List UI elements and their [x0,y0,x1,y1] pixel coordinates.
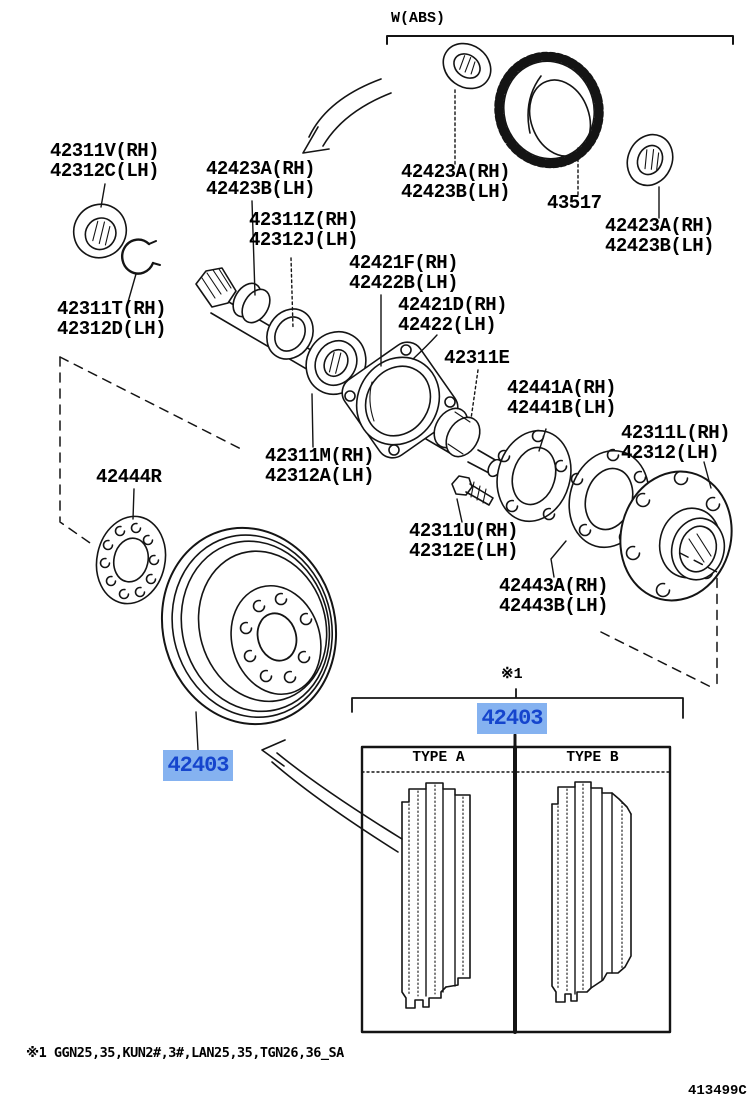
washer-42311z [266,308,314,360]
curved-arrow-top [302,78,392,154]
abs-rotor-gear [494,51,604,169]
sleeve-42423a [232,282,271,324]
leader-42403-drum [195,711,199,751]
collar-42311e [433,407,481,458]
leader-42423a-shaft [251,200,256,296]
leader-42311m [311,393,314,448]
leader-42311v [100,183,106,208]
part-label-42423a-abs1: 42423A(RH)42423B(LH) [401,161,511,203]
snap-ring-42311t [121,238,161,275]
leader-42311t [127,273,137,303]
part-label-42311l: 42311L(RH)42312(LH) [621,422,731,464]
dashed-guides [59,356,718,691]
applicability-footnote: ※1 GGN25,35,KUN2#,3#,LAN25,35,TGN26,36_S… [26,1045,344,1061]
curved-arrow-bottom [261,739,403,853]
inset-header-type-b: TYPE B [566,750,619,766]
retainer-plate-42421d [341,341,459,459]
part-label-42423a-shaft: 42423A(RH)42423B(LH) [206,158,316,200]
ref-marker: ※1 [501,666,523,683]
hub-bolt-42311u [451,475,494,506]
inset-table [360,745,672,1034]
part-label-42421f: 42421F(RH)42422B(LH) [349,252,459,294]
leader-42311l [703,461,712,489]
gasket-42444r [95,515,167,605]
part-label-42311u: 42311U(RH)42312E(LH) [409,520,519,562]
abs-group-bracket [386,35,734,45]
abs-seal-right [626,133,674,187]
leader-42311u [456,498,463,523]
leader-42443a [550,540,567,578]
part-label-43517: 43517 [547,192,602,214]
axle-hub-42311l [619,470,733,602]
inset-header-type-a: TYPE A [412,750,465,766]
part-link-42403-drum[interactable]: 42403 [163,750,233,781]
part-label-42423a-abs2: 42423A(RH)42423B(LH) [605,215,715,257]
part-link-42403-inset[interactable]: 42403 [477,703,547,734]
part-label-42444r: 42444R [96,466,162,488]
figure-code: 413499C [688,1083,747,1099]
cross-section-type-b [551,781,632,1003]
part-label-42443a: 42443A(RH)42443B(LH) [499,575,609,617]
abs-seal-left [442,42,492,90]
cross-section-type-a [401,782,471,1009]
part-label-42311m: 42311M(RH)42312A(LH) [265,445,375,487]
abs-group-label: W(ABS) [391,10,446,27]
brake-drum-42403 [160,526,338,726]
part-label-42311e: 42311E [444,347,510,369]
part-label-42421d: 42421D(RH)42422(LH) [398,294,508,336]
gasket-42441a [496,429,572,523]
leader-42311z [290,257,294,329]
part-label-42311t: 42311T(RH)42312D(LH) [57,298,167,340]
part-label-42441a: 42441A(RH)42441B(LH) [507,377,617,419]
part-label-42311z: 42311Z(RH)42312J(LH) [249,209,359,251]
leader-42441a [538,428,547,452]
leader-42311e [470,369,479,420]
part-label-42311v: 42311V(RH)42312C(LH) [50,140,160,182]
seal-42311v [72,203,128,259]
leader-42444r [132,488,135,520]
leader-42421d [412,334,438,360]
